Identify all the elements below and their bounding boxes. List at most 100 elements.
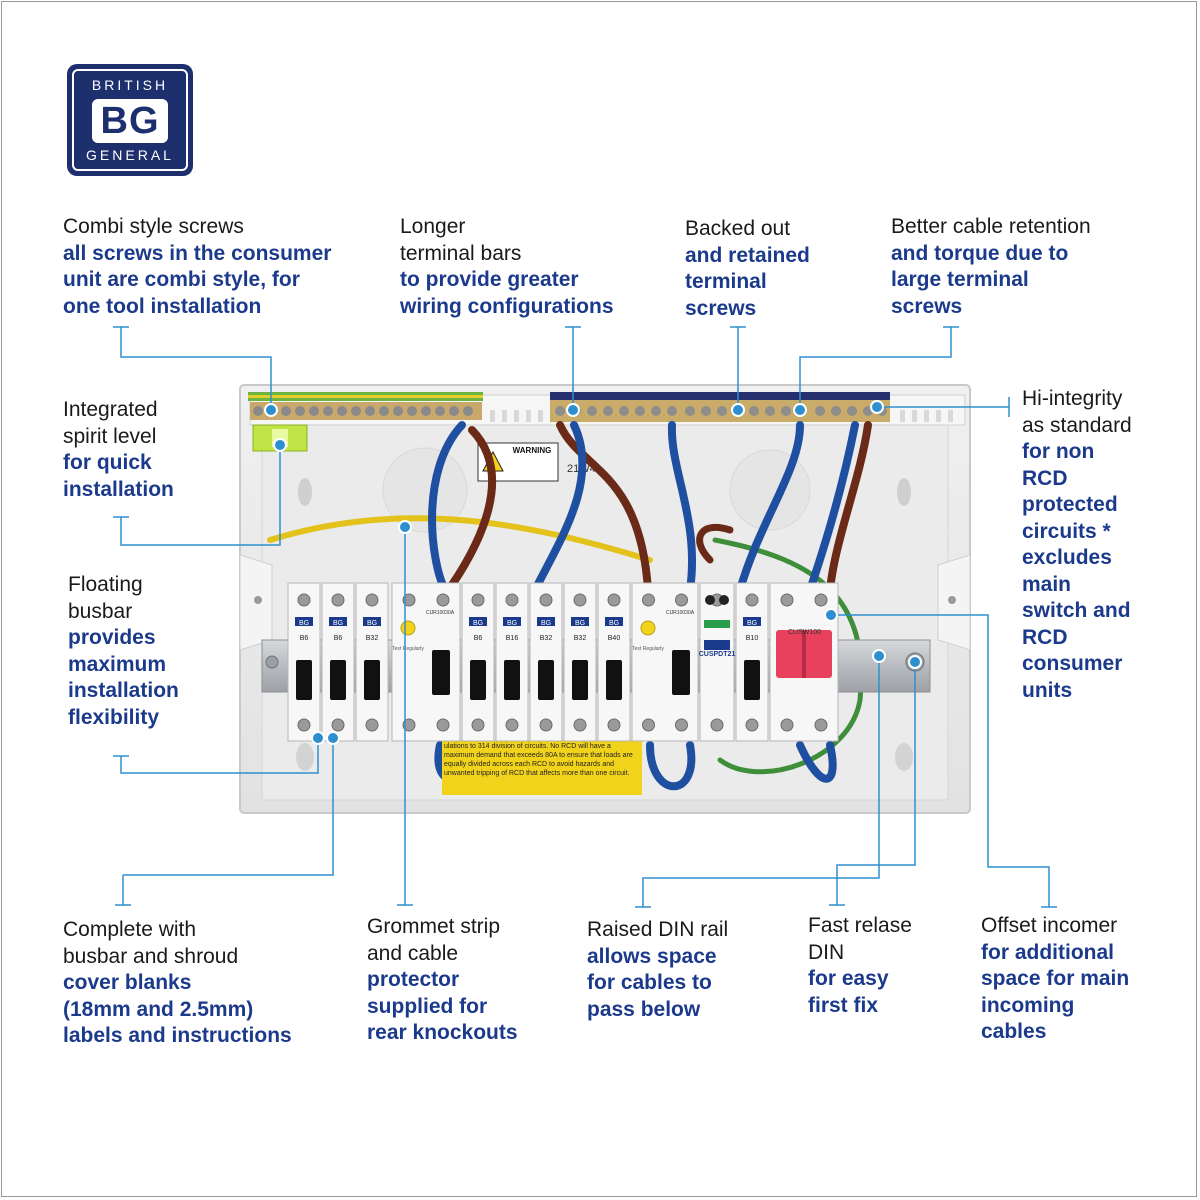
terminal-screw — [675, 718, 688, 732]
terminal-screw — [331, 718, 345, 732]
mcb-toggle — [504, 660, 520, 700]
main-switch-label: CUSW100 — [788, 629, 821, 636]
callout-cable-retention-desc: and torque due to large terminal screws — [891, 241, 1069, 318]
callout-backed-out: Backed out and retained terminal screws — [685, 216, 810, 322]
din-rail-screw — [265, 655, 279, 669]
bg-badge — [537, 617, 555, 626]
callout-offset-incomer: Offset incomer for additional space for … — [981, 913, 1129, 1046]
device-body — [699, 582, 735, 742]
test-button — [640, 620, 656, 636]
instruction-label-text: ulations to 314 division of circuits. No… — [444, 743, 633, 777]
terminal-screw — [642, 718, 655, 732]
terminal-screw — [436, 718, 450, 732]
instruction-label — [442, 740, 642, 795]
terminal-screw — [814, 718, 828, 732]
terminal-screw — [573, 593, 587, 607]
mcb-rating: B40 — [608, 635, 621, 642]
callout-lines — [120, 327, 1050, 907]
brand-badge-text: BG — [473, 620, 483, 627]
logo-text-top: BRITISH — [91, 77, 169, 93]
terminal-screw — [780, 593, 794, 607]
terminal-screw — [402, 593, 416, 607]
terminal-screw — [573, 718, 587, 732]
callout-spirit-level-desc: for quick installation — [63, 451, 174, 501]
bg-badge — [605, 617, 623, 626]
test-label: Test Regularly — [632, 646, 664, 652]
callout-combi-title: Combi style screws — [63, 215, 244, 238]
mcb-rating: B32 — [366, 635, 379, 642]
terminal-screw — [607, 718, 621, 732]
neutral-terminal-screws — [555, 406, 887, 416]
terminal-screw — [814, 593, 828, 607]
callout-fast-release: Fast relase DIN for easy first fix — [808, 913, 912, 1019]
callout-hi-integrity-desc: for non RCD protected circuits * exclude… — [1022, 440, 1131, 702]
callout-offset-incomer-title: Offset incomer — [981, 914, 1118, 937]
terminal-screw — [505, 718, 519, 732]
mcb-rating: B32 — [540, 635, 553, 642]
callout-combi-screws: Combi style screws all screws in the con… — [63, 214, 331, 320]
spd-indicator — [705, 595, 715, 605]
terminal-screw — [710, 718, 724, 732]
knockout — [382, 447, 468, 533]
terminal-screw — [402, 718, 416, 732]
rcd-toggle — [672, 650, 690, 695]
mcb-toggle — [296, 660, 312, 700]
bg-badge — [503, 617, 521, 626]
brand-badge-text: BG — [299, 620, 309, 627]
keyhole-slot — [897, 478, 911, 506]
mcb-rating: B6 — [334, 635, 343, 642]
earth-bar-stripe — [248, 395, 483, 398]
mcb-toggle — [470, 660, 486, 700]
callout-fast-release-title: Fast relase DIN — [808, 914, 912, 964]
mcb-toggle — [330, 660, 346, 700]
callout-line-caps — [113, 326, 1057, 908]
logo-frame: BRITISH BG GENERAL — [72, 69, 188, 171]
callout-grommet-desc: protector supplied for rear knockouts — [367, 968, 518, 1044]
callout-busbar-shroud: Complete with busbar and shroud cover bl… — [63, 917, 292, 1050]
callout-terminal-bars-desc: to provide greater wiring configurations — [400, 268, 614, 318]
grommet-slots — [490, 410, 953, 422]
keyhole-slot — [298, 478, 312, 506]
callout-terminal-bars: Longer terminal bars to provide greater … — [400, 214, 614, 320]
logo-mark: BG — [92, 99, 168, 143]
callout-floating-busbar-title: Floating busbar — [68, 573, 143, 623]
callout-din-rail: Raised DIN rail allows space for cables … — [587, 917, 728, 1023]
mcb-rating: B16 — [506, 635, 519, 642]
terminal-screw — [675, 593, 688, 607]
callout-spirit-level: Integrated spirit level for quick instal… — [63, 397, 174, 503]
callout-dots — [264, 400, 922, 745]
brand-badge-text: BG — [575, 620, 585, 627]
brand-badge-text: BG — [333, 620, 343, 627]
brand-badge-text: BG — [541, 620, 551, 627]
bg-logo: BRITISH BG GENERAL — [67, 64, 193, 176]
callout-offset-incomer-desc: for additional space for main incoming c… — [981, 940, 1130, 1044]
rcd-label: CUR10030A — [426, 610, 455, 616]
callout-floating-busbar-desc: provides maximum installation flexibilit… — [68, 626, 179, 729]
callout-spirit-level-title: Integrated spirit level — [63, 398, 158, 448]
terminal-screw — [505, 593, 519, 607]
test-label: Test Regularly — [392, 646, 424, 652]
callout-terminal-bars-title: Longer terminal bars — [400, 215, 522, 265]
mcb-rating: B6 — [300, 635, 309, 642]
spd-indicator — [719, 595, 729, 605]
callout-grommet: Grommet strip and cable protector suppli… — [367, 914, 518, 1047]
callout-combi-desc: all screws in the consumer unit are comb… — [63, 241, 332, 318]
terminal-screw — [297, 718, 311, 732]
mcb-rating: B10 — [746, 635, 759, 642]
terminal-screw — [780, 718, 794, 732]
mcb-toggle — [364, 660, 380, 700]
main-switch-divider — [802, 630, 806, 678]
keyhole-slot — [895, 743, 913, 771]
mcb-rating: B6 — [474, 635, 483, 642]
spd-window — [704, 620, 730, 628]
bg-badge — [295, 617, 313, 626]
callout-din-rail-title: Raised DIN rail — [587, 918, 729, 941]
bg-badge — [329, 617, 347, 626]
terminal-screw — [365, 593, 379, 607]
mcb-toggle — [572, 660, 588, 700]
terminal-screw — [297, 593, 311, 607]
mcb-toggle — [538, 660, 554, 700]
brand-badge-text: BG — [507, 620, 517, 627]
